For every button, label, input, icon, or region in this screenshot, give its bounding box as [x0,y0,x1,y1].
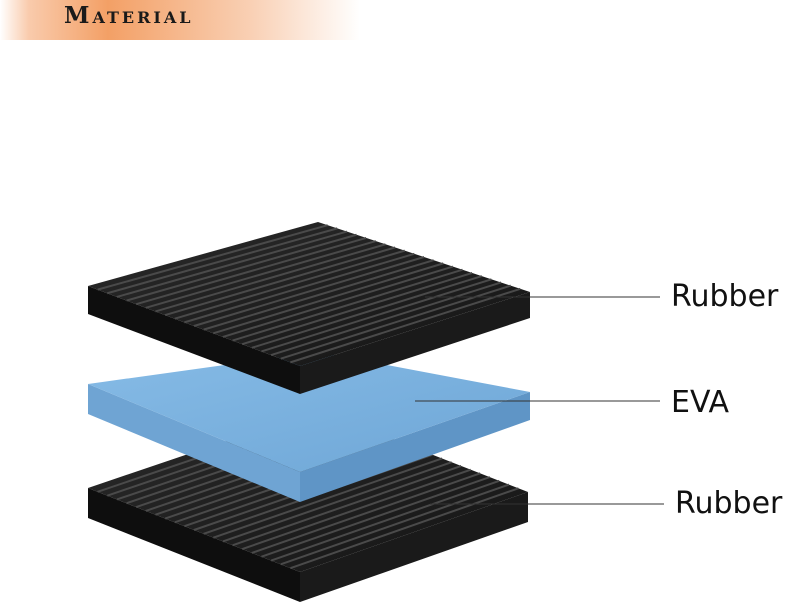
rubber-rib [174,249,406,320]
rubber-rib [222,461,452,543]
rubber-rib [241,468,472,551]
rubber-rib [203,259,434,331]
rubber-rib [290,487,519,570]
rubber-rib [107,227,338,295]
rubber-rib [280,284,512,360]
rubber-rib [184,252,415,324]
rubber-rib [155,243,386,313]
layer-label-rubber-bottom: Rubber [675,486,783,521]
section-title: Material [64,2,194,29]
rubber-rib [241,271,473,346]
rubber-rib [290,287,521,364]
rubber-rib [261,278,492,353]
rubber-rib [251,472,481,554]
rubber-rib [280,483,510,566]
rubber-rib [97,224,328,291]
rubber-rib [222,265,454,338]
rubber-rib [232,464,462,547]
rubber-rib [126,233,357,302]
rubber-rib [212,457,443,539]
rubber-rib [270,479,500,562]
rubber-rib [251,275,483,349]
top-rubber-pad [88,222,530,394]
layer-label-eva: EVA [671,385,730,420]
rubber-rib [135,236,367,306]
rubber-rib [212,262,444,335]
rubber-rib [145,240,377,309]
rubber-rib [261,476,491,558]
eva-layer [88,352,530,502]
rubber-rib [164,246,396,317]
rubber-rib [193,256,425,327]
header-band [0,0,360,40]
rubber-rib [270,281,502,357]
rubber-rib [232,268,463,342]
layer-label-rubber-top: Rubber [671,279,779,314]
rubber-rib [116,230,348,298]
